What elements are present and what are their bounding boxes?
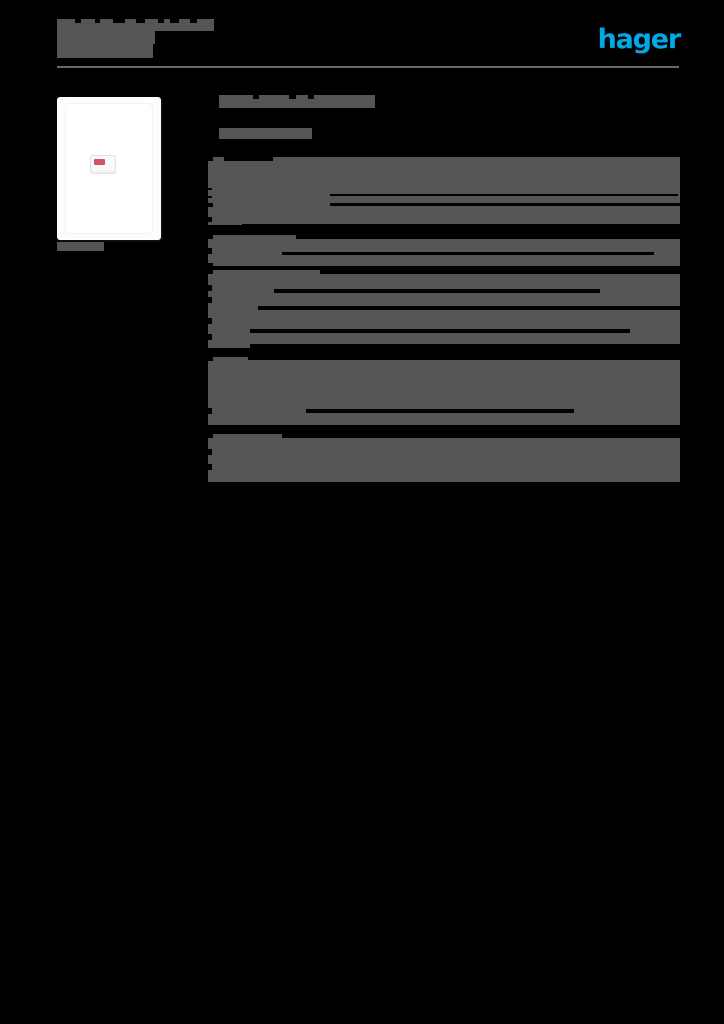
product-caption bbox=[57, 242, 104, 251]
page-footer: hager.com/au bbox=[0, 980, 724, 1024]
row-tick bbox=[208, 196, 212, 198]
spec-section-3 bbox=[208, 235, 680, 267]
row-tick bbox=[208, 357, 213, 361]
indicator-light-icon bbox=[94, 159, 105, 165]
row-tick bbox=[208, 188, 212, 190]
row-tick bbox=[208, 157, 213, 161]
hager-logo-text: hager bbox=[597, 24, 682, 55]
value-rule bbox=[330, 203, 680, 206]
section-gap bbox=[208, 225, 680, 235]
row-tick bbox=[208, 408, 212, 414]
row-tick bbox=[208, 270, 213, 274]
spec-section-1 bbox=[208, 157, 680, 205]
title-notch bbox=[136, 19, 145, 23]
value-rule bbox=[274, 289, 600, 293]
section-top-gap bbox=[296, 235, 680, 239]
title-notch bbox=[170, 19, 179, 23]
value-rule bbox=[282, 252, 654, 255]
row-tick bbox=[208, 235, 213, 239]
value-rule bbox=[250, 329, 630, 333]
hager-logo[interactable]: hager bbox=[592, 24, 682, 55]
row-tick bbox=[208, 334, 212, 340]
heading-notch bbox=[308, 95, 314, 99]
spec-section-5 bbox=[208, 357, 680, 425]
value-rule bbox=[250, 344, 680, 348]
section-top-gap bbox=[320, 270, 680, 274]
row-tick bbox=[224, 157, 273, 161]
product-image bbox=[57, 97, 161, 240]
content-main-heading bbox=[219, 95, 375, 108]
document-title-line-3 bbox=[57, 44, 153, 58]
row-tick bbox=[208, 318, 212, 324]
section-top-gap bbox=[248, 357, 680, 360]
title-notch bbox=[113, 19, 125, 23]
content-sub-heading bbox=[219, 128, 312, 139]
spec-section-2 bbox=[208, 203, 680, 225]
title-notch bbox=[190, 19, 197, 23]
section-gap bbox=[208, 266, 680, 271]
row-tick bbox=[208, 449, 212, 455]
value-rule bbox=[306, 409, 574, 413]
section-top-gap bbox=[282, 434, 680, 438]
product-photo-frame bbox=[57, 97, 161, 240]
header-divider bbox=[57, 66, 679, 68]
section-gap bbox=[208, 348, 680, 357]
value-rule bbox=[330, 194, 678, 196]
row-tick bbox=[208, 434, 213, 438]
spec-section-6 bbox=[208, 434, 680, 482]
row-tick bbox=[208, 263, 213, 267]
row-tick bbox=[208, 297, 212, 303]
row-tick bbox=[208, 248, 212, 254]
heading-notch bbox=[253, 95, 259, 99]
page-header: hager bbox=[0, 0, 724, 80]
row-tick bbox=[208, 217, 212, 222]
title-notch bbox=[158, 19, 164, 23]
row-tick bbox=[208, 203, 213, 207]
heading-notch bbox=[289, 95, 296, 99]
title-notch bbox=[95, 19, 100, 23]
value-rule bbox=[258, 306, 680, 310]
title-notch bbox=[75, 19, 81, 23]
row-tick bbox=[208, 285, 212, 291]
row-tick bbox=[208, 464, 212, 470]
document-title-line-2 bbox=[57, 31, 155, 44]
section-gap bbox=[208, 425, 680, 434]
